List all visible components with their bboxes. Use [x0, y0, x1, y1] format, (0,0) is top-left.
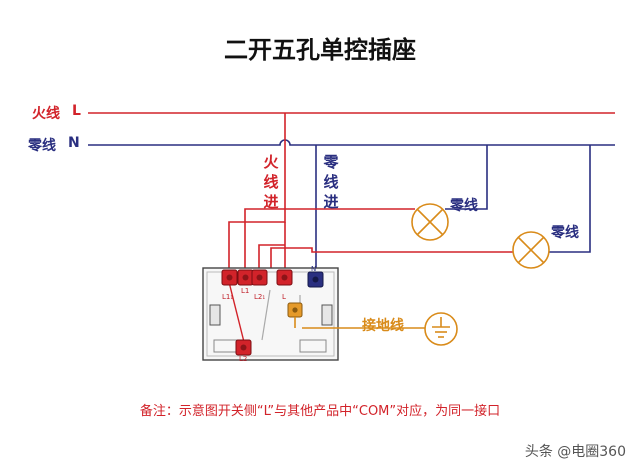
internal-l2-wire	[228, 281, 245, 343]
page-title: 二开五孔单控插座	[224, 36, 416, 64]
terminal-l	[276, 269, 293, 286]
lamp-1-icon	[411, 203, 449, 241]
live-line-letter: L	[72, 103, 81, 119]
terminal-l1-label: L1	[241, 287, 250, 295]
neutral-in-char-1: 零	[323, 153, 339, 171]
live-in-char-2: 线	[263, 173, 279, 191]
live-in-wire	[228, 113, 286, 270]
terminal-earth	[287, 302, 303, 318]
lamp-2-neutral-label: 零线	[551, 225, 579, 241]
terminal-l2-label: L2	[239, 355, 248, 363]
live-in-char-1: 火	[263, 153, 279, 171]
lamp-2-icon	[512, 231, 550, 269]
lamp2-wire	[270, 247, 516, 270]
footnote: 备注：示意图开关侧“L”与其他产品中“COM”对应，为同一接口	[139, 404, 501, 419]
terminal-n-label: N	[311, 265, 317, 273]
live-in-label: 火 线 进	[262, 152, 280, 212]
lamp1-neutral	[445, 145, 488, 210]
ground-label: 接地线	[362, 318, 404, 334]
terminal-l2-1	[251, 269, 268, 286]
terminal-l1-1-label: L1₁	[222, 293, 234, 301]
ground-icon	[424, 312, 458, 346]
terminal-l2	[235, 339, 252, 356]
live-loop	[258, 244, 285, 270]
terminal-n	[307, 271, 324, 288]
neutral-in-char-2: 线	[323, 173, 339, 191]
neutral-in-label: 零 线 进	[322, 152, 340, 212]
lamp1-wire	[244, 208, 415, 270]
lamp-1-neutral-label: 零线	[450, 198, 478, 214]
watermark: 头条 @电圈360	[524, 444, 626, 460]
terminal-l1-1	[221, 269, 238, 286]
terminal-l1	[237, 269, 254, 286]
live-line-label: 火线	[32, 106, 60, 122]
terminal-l-label: L	[282, 293, 286, 301]
neutral-line-label: 零线	[28, 138, 56, 154]
neutral-in-char-3: 进	[323, 193, 339, 211]
lamp2-neutral	[546, 145, 591, 253]
neutral-line-letter: N	[68, 135, 80, 151]
live-in-char-3: 进	[263, 193, 279, 211]
neutral-line	[88, 139, 615, 146]
terminal-l2-1-label: L2₁	[254, 293, 266, 301]
